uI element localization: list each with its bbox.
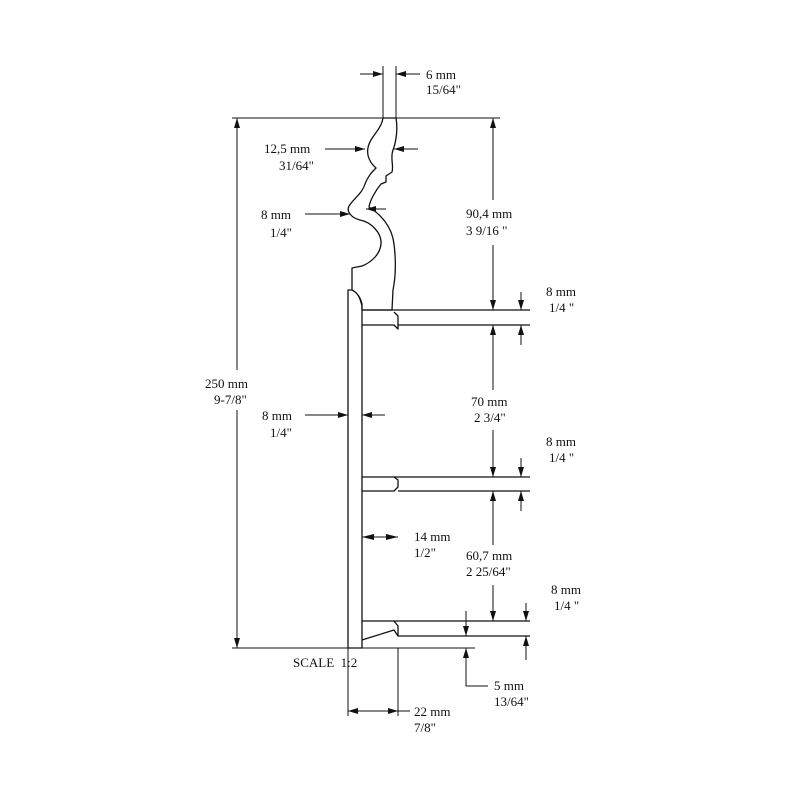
- dim-back-thickness-inch: 1/4": [270, 425, 292, 440]
- dim-lip-mm: 14 mm: [414, 529, 450, 544]
- dim-base-gap-mm: 5 mm: [494, 678, 524, 693]
- dimension-labels: 6 mm 15/64" 12,5 mm 31/64" 8 mm 1/4" 90,…: [205, 67, 581, 735]
- dim-top-thickness-mm: 6 mm: [426, 67, 456, 82]
- dim-total-height-mm: 250 mm: [205, 376, 248, 391]
- back-plate: [347, 289, 363, 649]
- dim-top-bead-inch: 31/64": [279, 158, 314, 173]
- dim-total-height-inch: 9-7/8": [214, 392, 247, 407]
- rib-2: [362, 476, 530, 492]
- dim-depth-mm: 22 mm: [414, 704, 450, 719]
- dim-upper-height-inch: 3 9/16 ": [466, 223, 507, 238]
- dim-top-bead-mm: 12,5 mm: [264, 141, 310, 156]
- dim-rib-1-mm: 8 mm: [546, 284, 576, 299]
- dim-neck-inch: 1/4": [270, 225, 292, 240]
- dim-rib-2-mm: 8 mm: [546, 434, 576, 449]
- decorative-head: [347, 117, 398, 311]
- rib-3: [361, 620, 530, 641]
- dim-rib-1-inch: 1/4 ": [549, 300, 574, 315]
- moulding-profile: [347, 117, 530, 649]
- dimension-lines: [234, 71, 529, 714]
- dim-top-thickness-inch: 15/64": [426, 82, 461, 97]
- dim-lower-height-mm: 60,7 mm: [466, 548, 512, 563]
- dim-rib-2-inch: 1/4 ": [549, 450, 574, 465]
- extension-lines: [232, 66, 500, 716]
- dim-depth-inch: 7/8": [414, 720, 436, 735]
- dim-rib-3-inch: 1/4 ": [554, 598, 579, 613]
- dim-lip-inch: 1/2": [414, 545, 436, 560]
- dim-middle-height-mm: 70 mm: [471, 394, 507, 409]
- scale-label: SCALE 1:2: [293, 655, 357, 670]
- dim-upper-height-mm: 90,4 mm: [466, 206, 512, 221]
- dim-rib-3-mm: 8 mm: [551, 582, 581, 597]
- dim-base-gap-inch: 13/64": [494, 694, 529, 709]
- dim-lower-height-inch: 2 25/64": [466, 564, 511, 579]
- dim-middle-height-inch: 2 3/4": [474, 410, 506, 425]
- rib-1: [362, 309, 530, 330]
- dim-back-thickness-mm: 8 mm: [262, 408, 292, 423]
- dim-neck-mm: 8 mm: [261, 207, 291, 222]
